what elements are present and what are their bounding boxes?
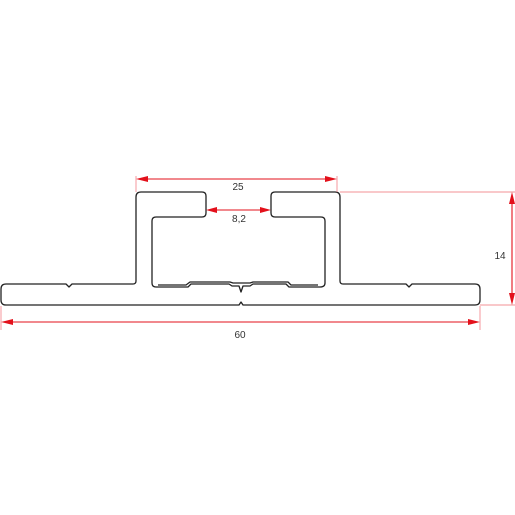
dimension-label-channel-width: 25 <box>232 182 244 193</box>
dimension-label-overall-width: 60 <box>234 330 246 341</box>
profile-outer-outline <box>0 191 481 306</box>
arrowhead <box>260 207 271 213</box>
dimension-height: 14 <box>494 192 515 305</box>
profile-inner-outline <box>158 281 318 286</box>
dimension-overall-width: 60 <box>1 319 480 341</box>
arrowhead <box>136 176 148 182</box>
dimension-label-height: 14 <box>494 251 506 262</box>
arrowhead <box>509 293 515 305</box>
arrowhead <box>509 192 515 204</box>
dimension-channel-width: 25 <box>136 176 337 193</box>
arrowhead <box>325 176 337 182</box>
dimension-slot-opening: 8,2 <box>206 207 271 225</box>
arrowhead <box>468 319 480 325</box>
arrowhead <box>1 319 13 325</box>
arrowhead <box>206 207 217 213</box>
dimension-label-slot-opening: 8,2 <box>232 214 246 225</box>
